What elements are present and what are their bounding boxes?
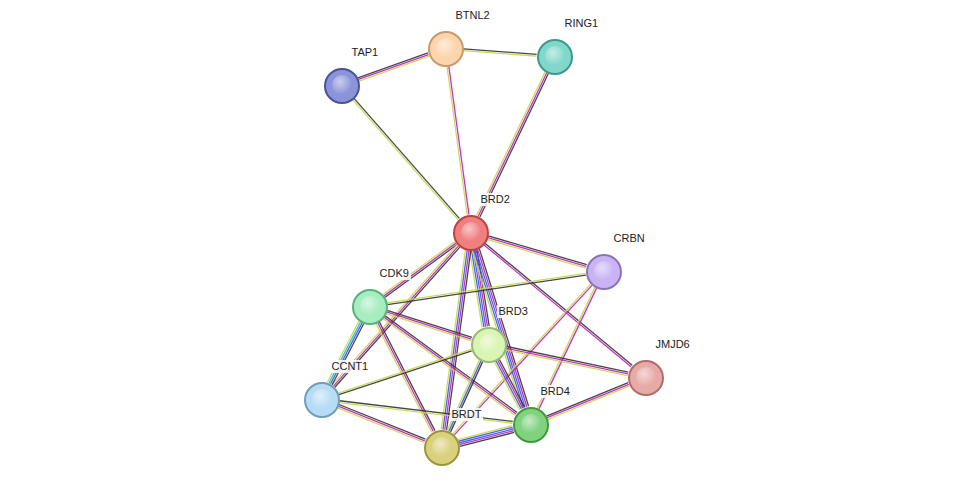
- protein-node: CCNT1: [304, 382, 340, 418]
- evidence-line: [506, 346, 628, 372]
- interaction-edge: [353, 98, 460, 219]
- node-highlight: [312, 389, 332, 409]
- protein-node: TAP1: [324, 68, 360, 104]
- evidence-line: [449, 66, 469, 214]
- interaction-edge: [441, 250, 471, 430]
- evidence-line: [339, 351, 472, 395]
- protein-node: BRD2: [453, 215, 489, 251]
- evidence-line: [537, 287, 594, 408]
- evidence-line: [477, 72, 545, 216]
- evidence-line: [327, 321, 358, 382]
- evidence-line: [463, 51, 536, 56]
- interaction-edge: [447, 66, 469, 215]
- protein-node: BRD4: [513, 407, 549, 443]
- interaction-edge: [327, 321, 363, 384]
- node-highlight: [360, 296, 380, 316]
- evidence-line: [332, 324, 363, 385]
- interaction-edge: [506, 346, 629, 375]
- evidence-line: [331, 323, 362, 384]
- node-label: RING1: [563, 17, 601, 30]
- node-highlight: [432, 437, 452, 457]
- protein-node: JMJD6: [628, 360, 664, 396]
- interaction-edge: [477, 72, 549, 217]
- evidence-line: [353, 100, 458, 220]
- node-highlight: [479, 334, 499, 354]
- node-highlight: [636, 367, 656, 387]
- protein-node: CDK9: [352, 289, 388, 325]
- interaction-edge: [487, 236, 586, 268]
- node-label: BRD2: [479, 193, 512, 206]
- evidence-line: [339, 405, 426, 440]
- node-label: BRD3: [497, 305, 530, 318]
- protein-node: RING1: [537, 39, 573, 75]
- evidence-line: [539, 288, 596, 409]
- interaction-edge: [458, 426, 514, 447]
- node-highlight: [461, 222, 481, 242]
- interaction-edge: [338, 405, 426, 443]
- evidence-line: [496, 361, 521, 409]
- interaction-edge: [463, 49, 536, 56]
- evidence-line: [449, 361, 481, 431]
- node-label: BRD4: [539, 385, 572, 398]
- evidence-line: [329, 322, 360, 383]
- protein-node: BRDT: [424, 430, 460, 466]
- evidence-line: [459, 429, 513, 443]
- evidence-line: [459, 431, 513, 445]
- node-label: BRDT: [450, 408, 484, 421]
- evidence-line: [478, 73, 546, 217]
- evidence-line: [339, 403, 512, 424]
- interaction-edge: [387, 273, 586, 304]
- node-label: CDK9: [378, 267, 411, 280]
- evidence-line: [338, 406, 425, 441]
- node-label: BTNL2: [454, 9, 492, 22]
- evidence-line: [387, 275, 585, 305]
- interaction-edge: [339, 401, 512, 424]
- node-label: CCNT1: [330, 360, 371, 373]
- node-label: JMJD6: [654, 338, 692, 351]
- interaction-edge: [447, 360, 482, 432]
- evidence-line: [498, 360, 523, 408]
- evidence-line: [499, 359, 524, 407]
- evidence-line: [458, 426, 512, 440]
- evidence-line: [359, 56, 429, 81]
- node-highlight: [594, 261, 614, 281]
- evidence-line: [338, 408, 425, 443]
- evidence-line: [506, 348, 628, 374]
- interaction-edge: [537, 287, 596, 408]
- evidence-line: [387, 273, 585, 303]
- node-highlight: [545, 46, 565, 66]
- evidence-line: [488, 238, 586, 267]
- evidence-line: [447, 66, 467, 214]
- evidence-line: [354, 98, 459, 218]
- evidence-line: [445, 250, 469, 429]
- interaction-edge: [494, 359, 524, 410]
- evidence-line: [458, 427, 512, 441]
- evidence-line: [460, 432, 514, 446]
- node-highlight: [436, 38, 456, 58]
- node-highlight: [521, 414, 541, 434]
- evidence-line: [494, 362, 519, 410]
- node-label: CRBN: [612, 232, 647, 245]
- protein-node: BTNL2: [428, 31, 464, 67]
- protein-node: CRBN: [586, 254, 622, 290]
- evidence-line: [487, 239, 585, 268]
- node-highlight: [332, 75, 352, 95]
- evidence-line: [447, 251, 471, 430]
- evidence-line: [506, 350, 628, 376]
- protein-node: BRD3: [471, 327, 507, 363]
- evidence-line: [387, 310, 472, 337]
- node-label: TAP1: [350, 46, 381, 59]
- evidence-line: [451, 362, 483, 432]
